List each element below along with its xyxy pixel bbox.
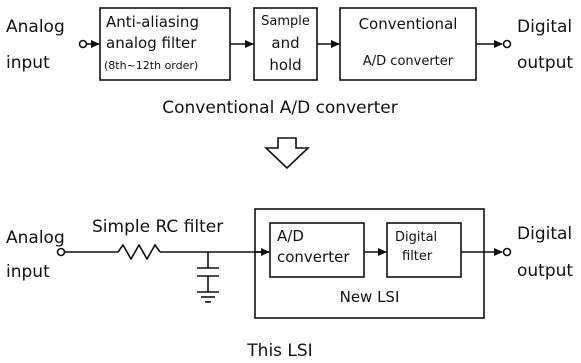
top-output-terminal (502, 39, 512, 49)
new-lsi-outer-block (254, 208, 485, 319)
bottom-input-label-line-2: input (6, 262, 50, 282)
antialias-filter-line-2: analog filter (106, 34, 197, 52)
antialias-filter-line-1: Anti-aliasing (106, 13, 199, 31)
conventional-adc-line-1: Conventional (358, 15, 458, 33)
bottom-input-terminal (56, 247, 66, 257)
bottom-caption: This LSI (247, 341, 313, 361)
bottom-output-label-line-1: Digital (517, 224, 573, 244)
top-input-label-line-1: Analog (6, 17, 65, 37)
conventional-adc-line-2: A/D converter (362, 54, 454, 69)
digital-filter-line-2: filter (402, 249, 433, 264)
top-input-terminal (78, 39, 88, 49)
bottom-output-terminal (502, 247, 512, 257)
top-input-label-line-2: input (6, 53, 50, 73)
sample-hold-line-1: Sample (261, 14, 310, 29)
bottom-input-label-line-1: Analog (6, 228, 65, 248)
digital-filter-block (386, 222, 462, 278)
rc-resistor (117, 243, 161, 261)
top-output-label-line-1: Digital (517, 17, 573, 37)
bottom-adc-line-1: A/D (277, 227, 304, 245)
bottom-output-label-line-2: output (517, 261, 574, 281)
top-output-label-line-2: output (517, 53, 574, 73)
top-caption: Conventional A/D converter (162, 98, 398, 118)
rc-filter-label: Simple RC filter (92, 217, 224, 237)
antialias-filter-line-3: (8th~12th order) (104, 59, 199, 72)
transition-down-arrow (264, 137, 310, 170)
sample-hold-line-3: hold (269, 56, 302, 74)
bottom-adc-block (269, 222, 365, 278)
digital-filter-line-1: Digital (395, 230, 438, 245)
bottom-adc-line-2: converter (277, 248, 350, 266)
new-lsi-label: New LSI (339, 288, 400, 306)
sample-hold-line-2: and (271, 34, 300, 52)
